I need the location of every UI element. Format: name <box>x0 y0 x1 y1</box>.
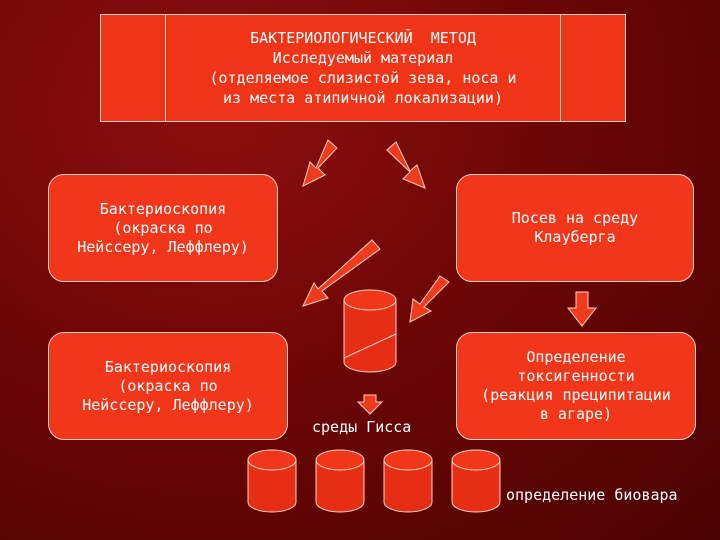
right-bottom-line-1: Определение <box>526 348 626 366</box>
right-bottom-line-2: токсигенности <box>517 367 635 385</box>
right-top-line-1: Посев на среду <box>511 209 639 227</box>
culture-klauberg-box: Посев на среду Клауберга <box>456 174 694 282</box>
title-inner: БАКТЕРИОЛОГИЧЕСКИЙ МЕТОД Исследуемый мат… <box>165 15 561 121</box>
arrow-title-to-right-top <box>386 141 426 189</box>
title-heading: БАКТЕРИОЛОГИЧЕСКИЙ МЕТОД <box>250 29 476 47</box>
title-line-2: Исследуемый материал <box>272 49 454 67</box>
biovar-cylinder-4 <box>451 449 501 513</box>
left-bottom-line-2: (окраска по <box>118 376 218 395</box>
bacterioscopy-box-bottom: Бактериоскопия (окраска по Нейссеру, Леф… <box>48 332 288 440</box>
arrow-down-right-column <box>566 291 598 327</box>
left-top-line-2: (окраска по <box>113 218 213 237</box>
biovar-label: определение биовара <box>506 486 678 504</box>
hiss-media-cylinder <box>343 289 397 373</box>
biovar-cylinder-3 <box>383 449 433 513</box>
left-bottom-line-1: Бактериоскопия <box>104 357 232 376</box>
biovar-cylinder-1 <box>247 449 297 513</box>
right-bottom-line-3: (реакция преципитации <box>481 386 671 404</box>
arrow-right-top-to-left-bottom <box>302 239 381 307</box>
title-line-3: (отделяемое слизистой зева, носа и <box>209 69 517 87</box>
left-top-line-3: Нейссеру, Леффлеру) <box>77 237 249 256</box>
arrow-down-cylinder <box>356 394 384 415</box>
toxigenicity-box: Определение токсигенности (реакция преци… <box>456 332 696 440</box>
left-top-line-1: Бактериоскопия <box>99 199 227 218</box>
right-top-line-2: Клауберга <box>534 228 616 246</box>
title-line-4: из места атипичной локализации) <box>223 89 503 107</box>
arrow-title-to-left-top <box>302 139 338 187</box>
title-box: БАКТЕРИОЛОГИЧЕСКИЙ МЕТОД Исследуемый мат… <box>100 14 626 122</box>
arrow-right-top-to-cylinder <box>409 275 450 323</box>
left-bottom-line-3: Нейссеру, Леффлеру) <box>82 395 254 414</box>
hiss-media-label: среды Гисса <box>312 418 412 436</box>
bacterioscopy-box-top: Бактериоскопия (окраска по Нейссеру, Леф… <box>48 174 278 282</box>
right-bottom-line-4: в агаре) <box>539 405 613 423</box>
biovar-cylinder-2 <box>315 449 365 513</box>
